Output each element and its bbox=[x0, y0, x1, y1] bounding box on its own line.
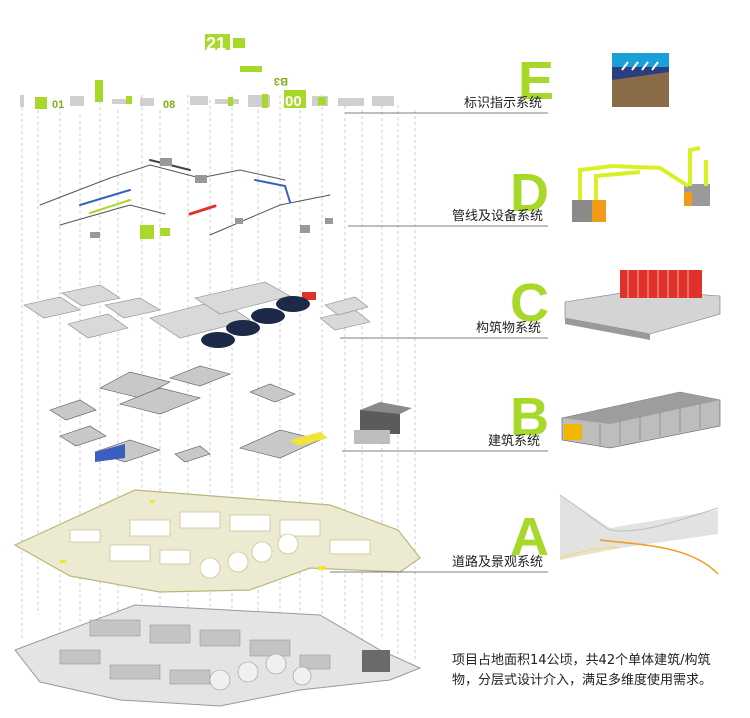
layer-a-label: 道路及景观系统 bbox=[452, 555, 543, 571]
thumb-pipelines bbox=[572, 148, 710, 222]
layer-b-buildings bbox=[50, 366, 412, 462]
layer-d-pipelines bbox=[40, 158, 333, 239]
sign-08: 08 bbox=[163, 99, 175, 111]
base-plan bbox=[15, 605, 420, 706]
layer-b-label: 建筑系统 bbox=[488, 434, 540, 450]
thumb-signage bbox=[612, 53, 669, 107]
layer-a-roads bbox=[15, 490, 420, 592]
layer-e-label: 标识指示系统 bbox=[464, 96, 542, 112]
project-description: 项目占地面积14公顷，共42个单体建筑/构筑物，分层式设计介入，满足多维度使用需… bbox=[452, 651, 732, 691]
layer-c-label: 构筑物系统 bbox=[476, 321, 541, 337]
sign-01: 01 bbox=[52, 99, 64, 111]
sign-b3: B3 bbox=[274, 75, 288, 87]
thumb-building bbox=[562, 392, 720, 448]
layer-d-label: 管线及设备系统 bbox=[452, 209, 543, 225]
layer-e-signage: 21 B3 00 08 01 bbox=[20, 34, 394, 111]
sign-big-number: 21 bbox=[206, 34, 226, 54]
thumb-structure bbox=[565, 270, 720, 340]
layer-c-structures bbox=[24, 282, 370, 348]
sign-00: 00 bbox=[285, 93, 302, 110]
thumb-road bbox=[560, 495, 718, 574]
